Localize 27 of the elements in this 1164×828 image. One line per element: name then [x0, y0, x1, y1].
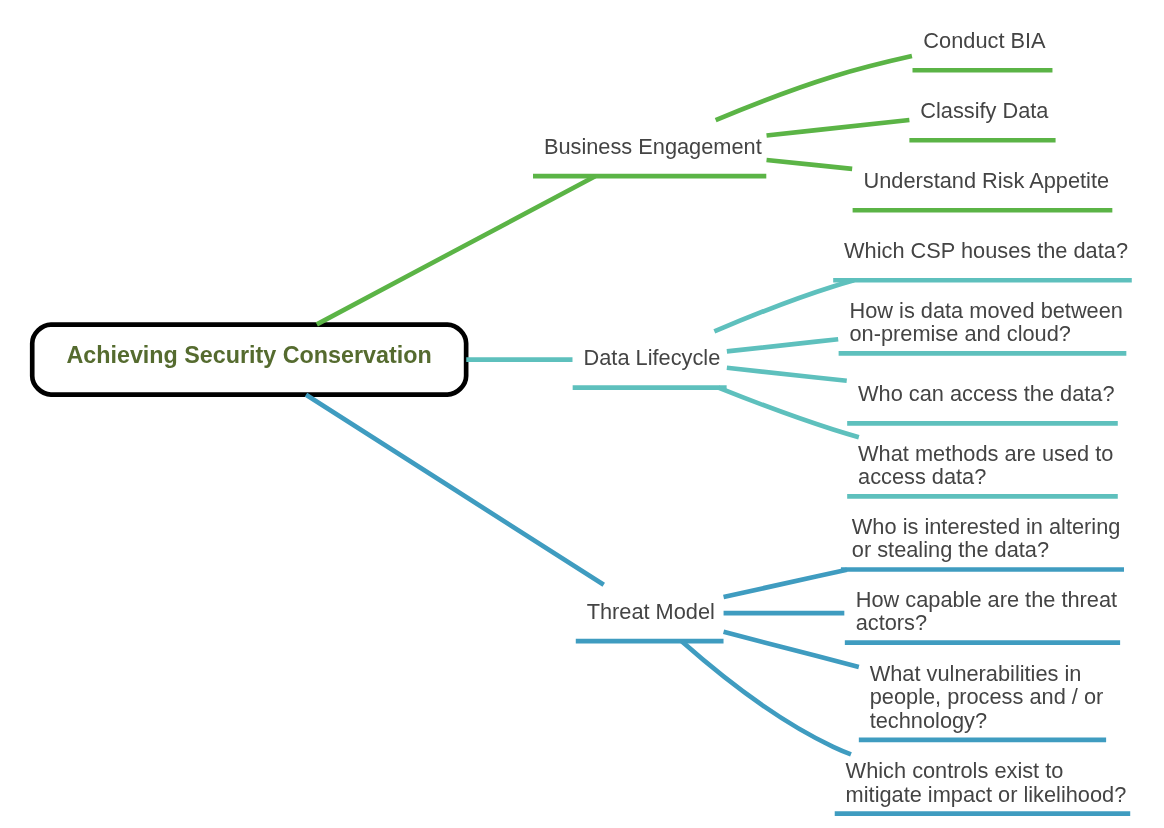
node-text: Which controls exist to mitigate impact or likelihood?	[845, 758, 1127, 807]
node-text: Data Lifecycle	[583, 345, 721, 371]
node-text: Which CSP houses the data?	[844, 238, 1128, 264]
node-text: What methods are used to access data?	[858, 440, 1114, 490]
node-text: Threat Model	[586, 598, 715, 624]
node-text: Understand Risk Appetite	[863, 168, 1110, 194]
node-text: Who can access the data?	[858, 381, 1115, 407]
connector	[723, 610, 845, 616]
connector	[723, 567, 848, 600]
connector	[766, 117, 910, 138]
node-text: Who is interested in altering or stealing the data?	[851, 514, 1121, 563]
connector	[726, 365, 847, 384]
node-text: Business Engagement	[543, 133, 762, 159]
connector	[722, 629, 860, 670]
node-text: How is data moved between on-premise and cloud?	[849, 297, 1123, 347]
connector	[304, 392, 605, 587]
connector	[717, 385, 860, 440]
connector	[726, 336, 839, 354]
node-text: How capable are the threat actors?	[855, 587, 1118, 636]
connector	[466, 357, 573, 362]
node-box: Achieving Security Conservation	[29, 322, 469, 397]
node-text: What vulnerabilities in people, process and / or technology?	[869, 661, 1104, 733]
connector	[713, 278, 855, 334]
node-text: Conduct BIA	[923, 28, 1046, 54]
node-text: Classify Data	[920, 98, 1049, 124]
connector	[766, 157, 853, 172]
connector	[714, 53, 913, 123]
